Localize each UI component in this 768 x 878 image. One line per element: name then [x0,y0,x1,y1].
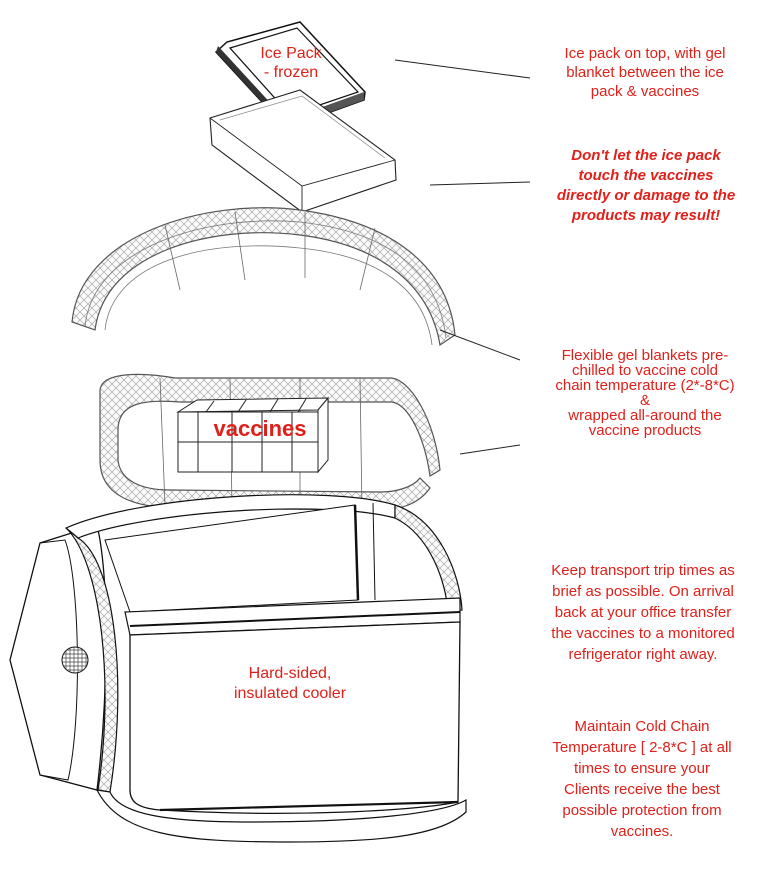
note-maintain: Maintain Cold Chain Temperature [ 2-8*C … [552,718,732,840]
vaccines-label: vaccines [213,416,307,441]
leader-lines [394,59,531,455]
note-warning: Don't let the ice pack touch the vaccine… [556,147,736,224]
note-gel-blankets: Flexible gel blankets pre- chilled to va… [555,347,735,439]
vaccine-boxes [176,396,330,474]
cooler-body [9,494,467,843]
note-ice-on-top: Ice pack on top, with gel blanket betwee… [564,45,726,100]
gel-blanket-tray [209,89,397,213]
ice-pack-label: Ice Pack - frozen [260,45,322,81]
cooler-label: Hard-sided, insulated cooler [233,665,347,702]
note-transport: Keep transport trip times as brief as po… [551,562,735,663]
gel-blanket-upper [71,207,456,347]
